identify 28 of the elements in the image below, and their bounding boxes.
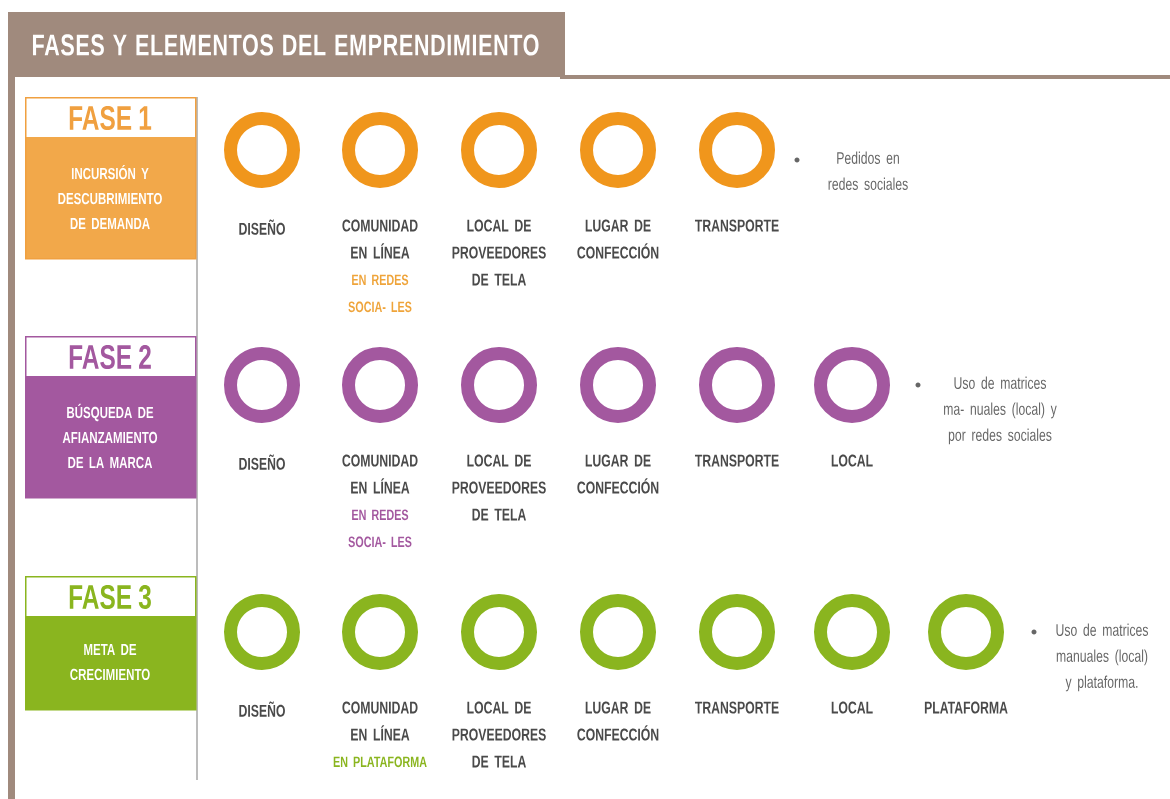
item-label: LOCAL DE PROVEEDORES DE TELA [452,454,546,521]
item-sublabel: EN REDES SOCIA- LES [348,509,412,548]
item-label: DISEÑO [239,219,285,235]
item-label: TRANSPORTE [695,454,779,467]
item-label: LUGAR DE CONFECCIÓN [577,454,659,494]
item-label: LOCAL DE PROVEEDORES DE TELA [452,219,546,286]
phase-box: FASE 1 INCURSIÓN Y DESCUBRIMIENTO DE DEMANDA [25,97,197,260]
item-label: LOCAL DE PROVEEDORES DE TELA [452,701,546,768]
bullet-note: Uso de matrices ma- nuales (local) y por redes sociales [915,376,1057,445]
item-label: DISEÑO [239,454,285,470]
item-label: COMUNIDAD EN LÍNEA [342,219,418,259]
item-sublabel: EN PLATAFORMA [333,756,427,768]
title-banner: FASES Y ELEMENTOS DEL EMPRENDIMIENTO [8,12,565,77]
item-label: LOCAL [831,454,873,467]
bullet-note: Pedidos en redes sociales [794,151,908,190]
item-sublabel: EN REDES SOCIA- LES [348,274,412,313]
item-label: PLATAFORMA [924,701,1008,714]
item-label: COMUNIDAD EN LÍNEA [342,454,418,494]
item-label: LOCAL [831,701,873,714]
phase-box: FASE 3 META DE CRECIMIENTO [25,576,197,711]
item-label: TRANSPORTE [695,219,779,232]
item-label: DISEÑO [239,701,285,717]
bullet-note: Uso de matrices manuales (local) y plataforma. [1031,623,1148,692]
item-label: TRANSPORTE [695,701,779,714]
item-label: LUGAR DE CONFECCIÓN [577,701,659,741]
item-label: LUGAR DE CONFECCIÓN [577,219,659,259]
phase-box: FASE 2 BÚSQUEDA DE AFIANZAMIENTO DE LA MARCA [25,336,197,499]
item-label: COMUNIDAD EN LÍNEA [342,701,418,741]
